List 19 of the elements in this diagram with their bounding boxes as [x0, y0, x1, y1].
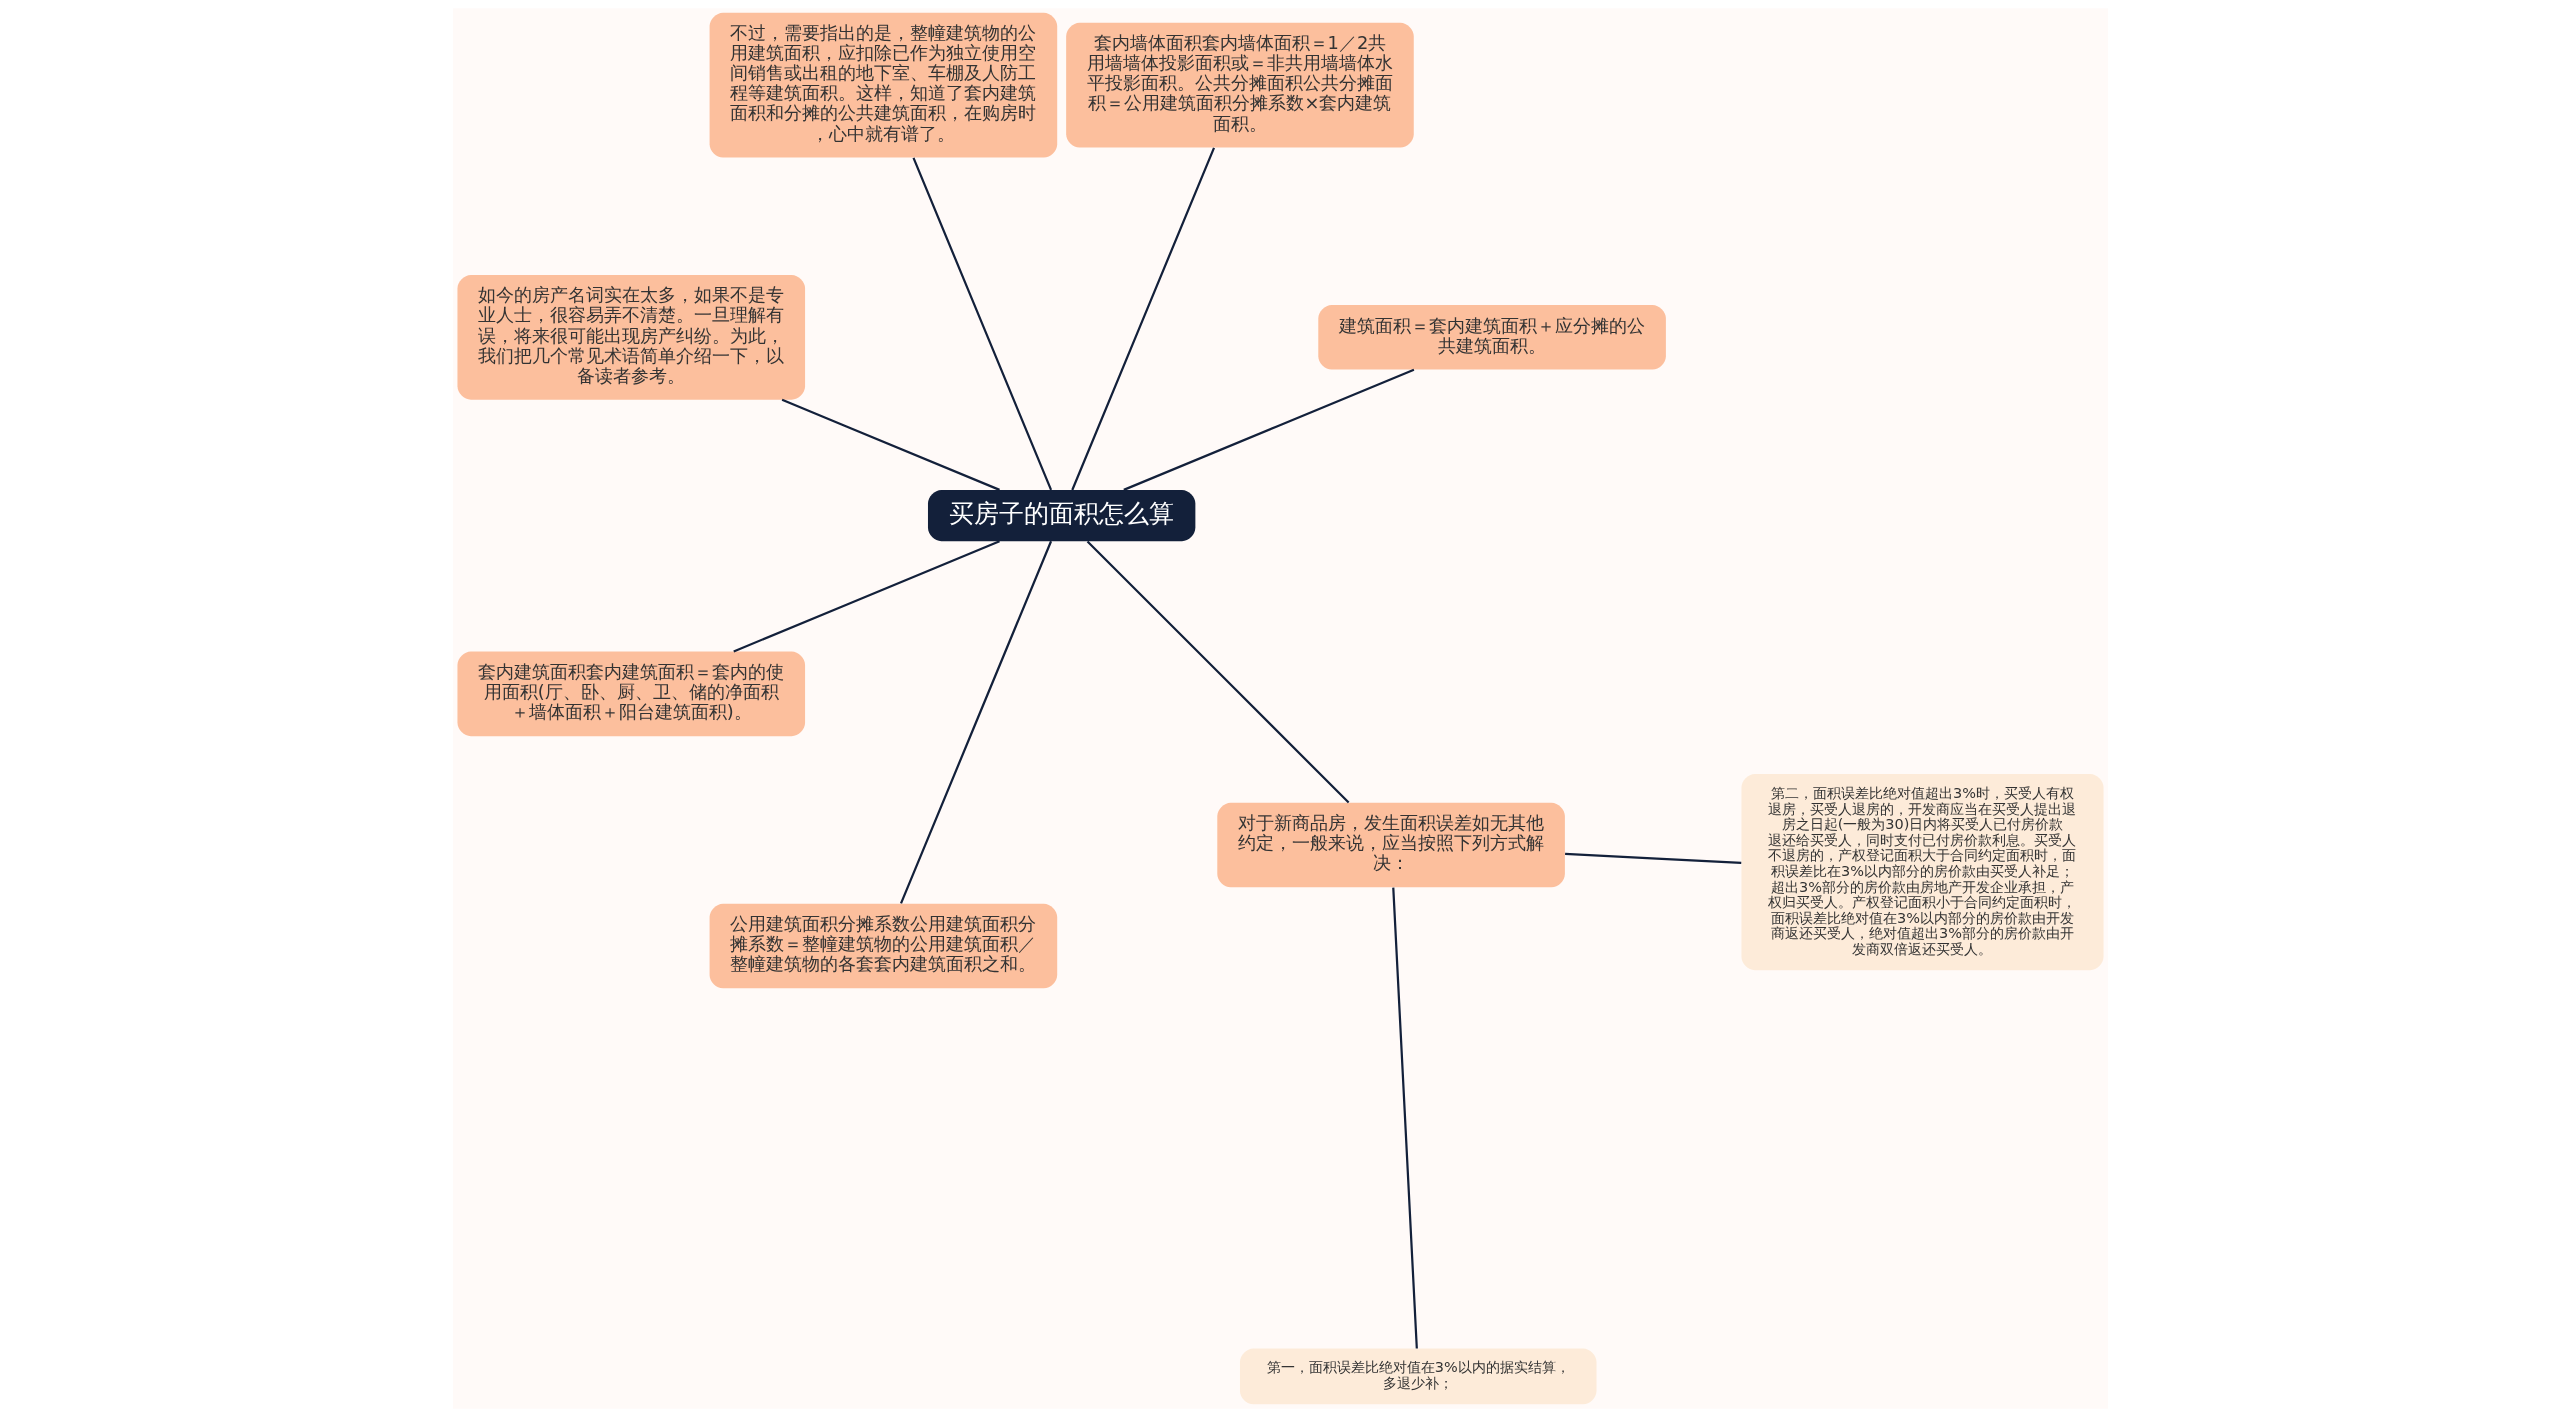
node-box: 第一，面积误差比绝对值在3%以内的据实结算，多退少补； — [1239, 1348, 1596, 1405]
connector — [1070, 147, 1215, 491]
connector — [1391, 887, 1418, 1349]
connector — [912, 157, 1052, 491]
connector — [732, 540, 1000, 653]
connector — [781, 398, 1000, 491]
node-box: 套内建筑面积套内建筑面积＝套内的使用面积(厅、卧、厨、卫、储的净面积＋墙体面积＋阳台建筑面积)。 — [456, 651, 805, 737]
node-box: 不过，需要指出的是，整幢建筑物的公用建筑面积，应扣除已作为独立使用空间销售或出租的地下室、车棚及人防工程等建筑面积。这样，知道了套内建筑面积和分摊的公共建筑面积，在购房时，心中就有谱了。 — [709, 12, 1057, 158]
connector — [1122, 368, 1414, 491]
node-box: 买房子的面积怎么算 — [927, 489, 1195, 542]
connector — [1564, 852, 1741, 864]
node-box: 建筑面积＝套内建筑面积＋应分摊的公共建筑面积。 — [1317, 305, 1666, 370]
node-box: 第二，面积误差比绝对值超出3%时，买受人有权退房，买受人退房的，开发商应当在买受人提出退房之日起(一般为30)日内将买受人已付房价款退还给买受人，同时支付已付房价款利息。买受人不退房的，产权登记面积大于合同约定面积时，面积误差比在3%以内部分的房价款由买受人补足；超出3%部分的房价款由房地产开发企业承担，产权归买受人。产权登记面积小于合同约定面积时，面积误差比绝对值在3%以内部分的房价款由开发商返还买受人，绝对值超出3%部分的房价款由开发商双倍返还买受人。 — [1740, 774, 2104, 971]
node-box: 公用建筑面积分摊系数公用建筑面积分摊系数＝整幢建筑物的公用建筑面积／整幢建筑物的各套套内建筑面积之和。 — [709, 903, 1057, 989]
connector — [899, 540, 1052, 904]
node-box: 对于新商品房，发生面积误差如无其他约定，一般来说，应当按照下列方式解决： — [1216, 802, 1565, 888]
node-box: 套内墙体面积套内墙体面积＝1／2共用墙墙体投影面积或＝非共用墙墙体水平投影面积。公共分摊面积公共分摊面积＝公用建筑面积分摊系数×套内建筑面积。 — [1065, 22, 1414, 148]
node-box: 如今的房产名词实在太多，如果不是专业人士，很容易弄不清楚。一旦理解有误，将来很可能出现房产纠纷。为此，我们把几个常见术语简单介绍一下，以备读者参考。 — [456, 274, 805, 400]
connector — [1086, 540, 1349, 804]
